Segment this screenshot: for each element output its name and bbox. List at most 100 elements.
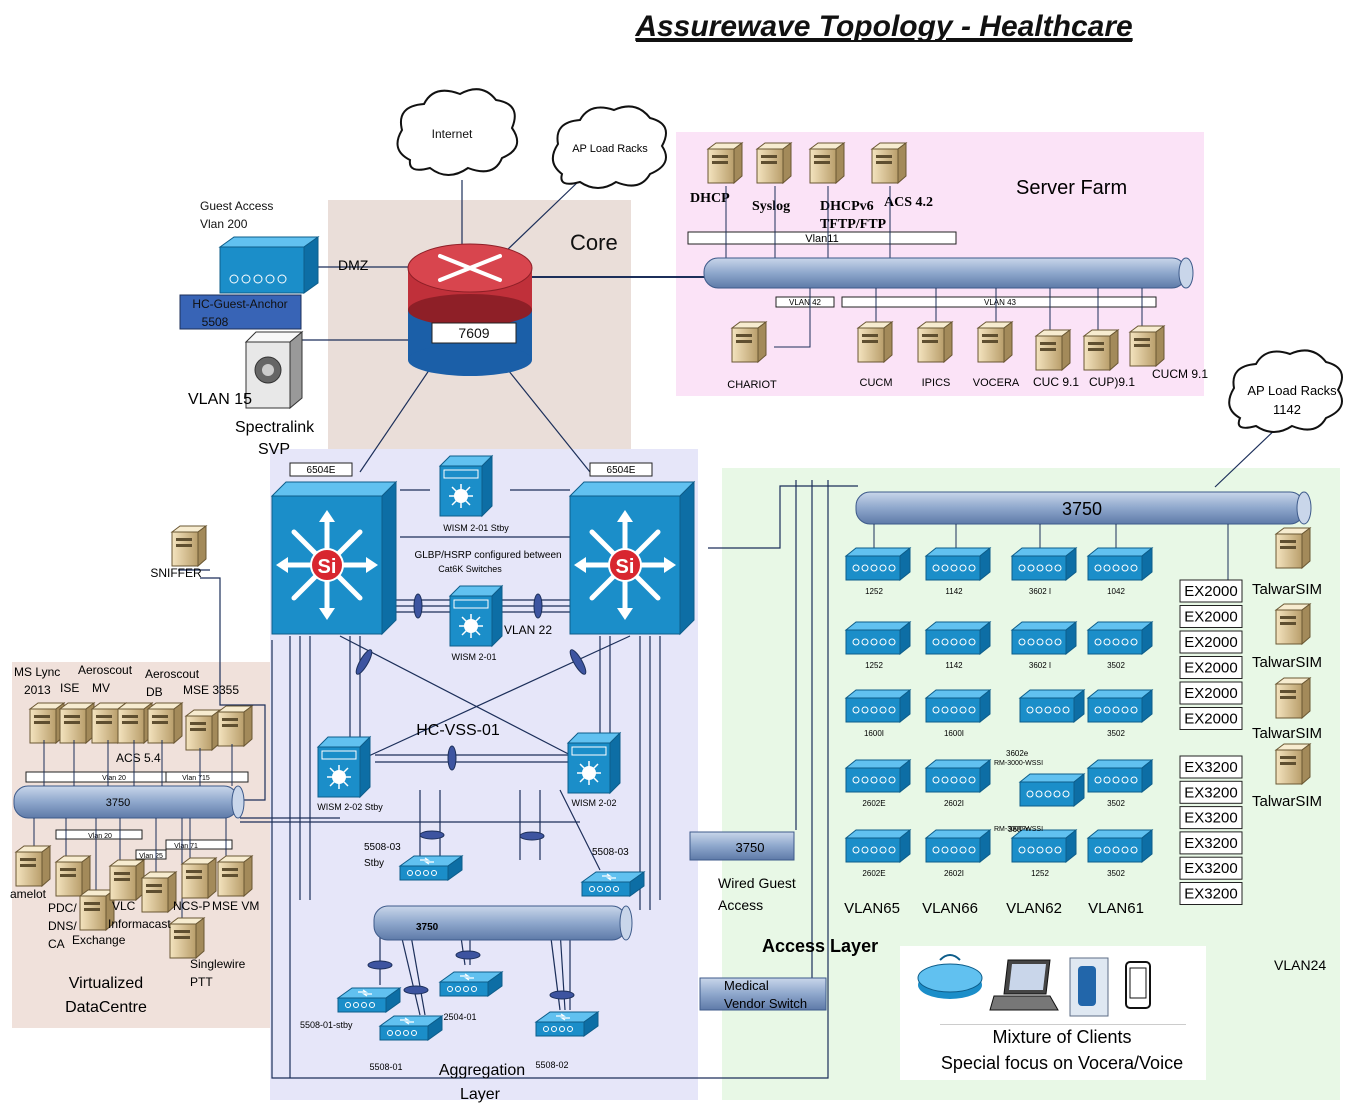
talwarsim-label: TalwarSIM xyxy=(1252,581,1322,598)
ex3200-label: EX3200 xyxy=(1184,835,1237,852)
cup91-server-icon xyxy=(1083,329,1119,371)
medical-label-1: Medical xyxy=(724,978,769,993)
ex2000-label: EX2000 xyxy=(1184,711,1237,728)
ipics-server-icon xyxy=(917,321,953,363)
ex3200-switch xyxy=(1179,856,1243,880)
access-point-icon xyxy=(1087,621,1153,655)
cup91-label: CUP)9.1 xyxy=(1089,375,1135,389)
voip-phone-icon xyxy=(917,954,983,999)
camelot-server-icon xyxy=(15,845,51,887)
access-point-icon xyxy=(845,759,911,793)
informacast-server-icon xyxy=(141,871,177,913)
switch-right-label: 6504E xyxy=(607,465,636,476)
access-point-label: 1600I xyxy=(864,729,884,738)
talwarsim-server-icon xyxy=(1275,527,1311,569)
access-point-label: 1600I xyxy=(944,729,964,738)
access-point-label: 3502 xyxy=(1107,729,1125,738)
vlan71-label: Vlan 71 xyxy=(174,843,198,850)
virtualized-dc-label-2: DataCentre xyxy=(65,999,147,1016)
laptop-icon xyxy=(989,959,1059,1011)
ncsp-server-icon xyxy=(181,857,217,899)
ex3200-switch xyxy=(1179,755,1243,779)
pdc-label-2: DNS/ xyxy=(48,919,77,933)
core-switch-left-icon xyxy=(272,482,396,634)
access-layer-label: Access Layer xyxy=(762,936,878,956)
wired-guest-3750-bus xyxy=(689,831,795,861)
access-point-icon xyxy=(845,547,911,581)
vlan42-label: VLAN 42 xyxy=(789,298,822,307)
sniffer-label: SNIFFER xyxy=(150,566,202,580)
access-point-label: 3602e xyxy=(1006,749,1029,758)
ms-lync-server-icon xyxy=(29,702,65,744)
pdc-label-1: PDC/ xyxy=(48,901,77,915)
pdc-label-3: CA xyxy=(48,937,65,951)
aggregation-3750-bus xyxy=(373,905,633,941)
virtualized-dc-label-1: Virtualized xyxy=(69,975,143,992)
server-farm-label: Server Farm xyxy=(1016,177,1127,199)
ex2000-switch xyxy=(1179,656,1243,679)
guest-access-label-1: Guest Access xyxy=(200,199,273,213)
msevm-server-icon xyxy=(217,855,253,897)
aeroscout-mv-label-1: Aeroscout xyxy=(78,663,133,677)
tftp-label: TFTP/FTP xyxy=(820,217,887,232)
wlc-2504-01-icon xyxy=(439,971,503,997)
access-point-icon xyxy=(1087,829,1153,863)
wlc-5508-03-label: 5508-03 xyxy=(592,847,629,858)
vlc-server-icon xyxy=(109,859,145,901)
access-point-icon xyxy=(925,759,991,793)
ap-load-racks-1142-label-2: 1142 xyxy=(1273,402,1301,417)
chariot-label: CHARIOT xyxy=(727,379,777,391)
mse3355-label: MSE 3355 xyxy=(183,683,239,697)
ap-load-racks-1142-label-1: AP Load Racks xyxy=(1247,383,1337,398)
access-point-label: 3502 xyxy=(1107,661,1125,670)
access-point-label: 1252 xyxy=(1031,869,1049,878)
core-router-label: 7609 xyxy=(458,325,489,341)
clients-label-1: Mixture of Clients xyxy=(992,1027,1131,1047)
glbp-label-2: Cat6K Switches xyxy=(438,564,502,574)
ex2000-switch xyxy=(1179,605,1243,628)
acs42-label: ACS 4.2 xyxy=(884,195,933,210)
acs54-label: ACS 5.4 xyxy=(116,751,161,765)
access-point-icon xyxy=(925,689,991,723)
vlan20b-label: Vlan 20 xyxy=(88,833,112,840)
ex3200-label: EX3200 xyxy=(1184,784,1237,801)
wired-guest-label-1: Wired Guest xyxy=(718,875,796,891)
spectralink-label-2: SVP xyxy=(258,441,290,458)
access-point-icon xyxy=(925,621,991,655)
vlan715-label: Vlan 715 xyxy=(182,775,210,782)
ms-lync-label-1: MS Lync xyxy=(14,665,60,679)
access-vlan-label: VLAN61 xyxy=(1088,900,1144,917)
access-point-icon xyxy=(1087,547,1153,581)
access-point-label: 1252 xyxy=(865,587,883,596)
ex3200-label: EX3200 xyxy=(1184,860,1237,877)
wism-202-icon xyxy=(567,732,621,794)
access-point-label: 1252 xyxy=(865,661,883,670)
ex3200-switch xyxy=(1179,882,1243,905)
singlewire-label-1: Singlewire xyxy=(190,957,246,971)
ex2000-label: EX2000 xyxy=(1184,660,1237,677)
access-vlan-label: VLAN62 xyxy=(1006,900,1062,917)
access-point-label: 2602I xyxy=(944,799,964,808)
pdc-server-icon xyxy=(55,855,91,897)
wism-201-stby-icon xyxy=(439,455,493,517)
datacentre-3750-label: 3750 xyxy=(106,797,130,809)
ap-load-racks-label: AP Load Racks xyxy=(572,143,648,155)
access-point-label: 2602I xyxy=(944,869,964,878)
camelot-label: amelot xyxy=(10,887,47,901)
guest-access-label-2: Vlan 200 xyxy=(200,217,248,231)
ex2000-label: EX2000 xyxy=(1184,685,1237,702)
vocera-server-icon xyxy=(977,321,1013,363)
access-point-icon xyxy=(845,621,911,655)
wired-guest-label-2: Access xyxy=(718,897,763,913)
cucm91-server-icon xyxy=(1129,325,1165,367)
ex2000-switch xyxy=(1179,681,1243,705)
talwarsim-server-icon xyxy=(1275,677,1311,719)
ise-label: ISE xyxy=(60,681,79,695)
access-point-label: 1142 xyxy=(945,587,963,596)
access-vlan-label: VLAN65 xyxy=(844,900,900,917)
smartphone-icon xyxy=(1125,961,1151,1009)
ms-lync-label-2: 2013 xyxy=(24,683,51,697)
cucm-server-icon xyxy=(857,321,893,363)
aeroscout-db-label-1: Aeroscout xyxy=(145,667,200,681)
